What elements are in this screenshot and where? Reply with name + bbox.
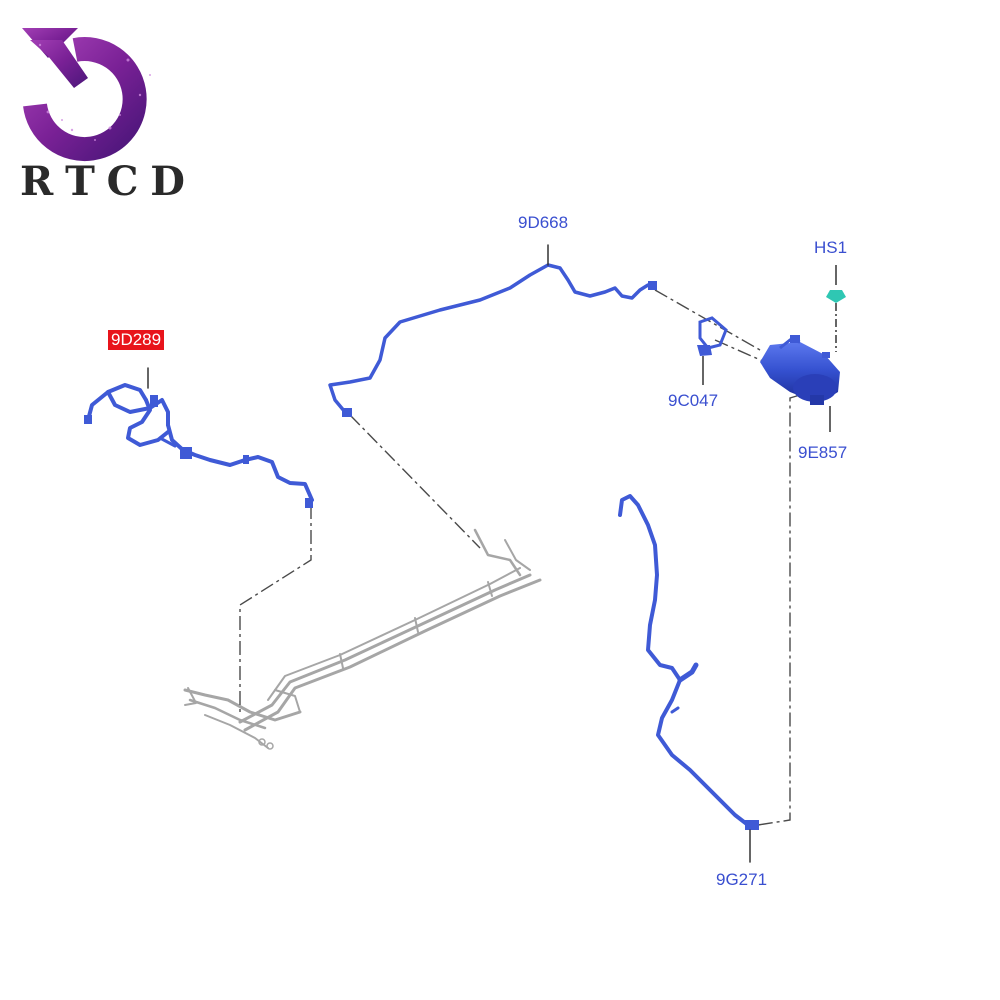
assembly-leader-lines bbox=[239, 289, 801, 826]
callout-9g271: 9G271 bbox=[716, 870, 768, 889]
logo-letter: R bbox=[20, 158, 54, 205]
hose-9d289 bbox=[84, 367, 314, 508]
canister-9e857 bbox=[760, 335, 840, 432]
callout-9e857: 9E857 bbox=[798, 443, 848, 462]
tube-9d668 bbox=[328, 244, 657, 417]
logo-wordmark: R T C D bbox=[20, 158, 185, 205]
bracket-9c047 bbox=[697, 316, 728, 385]
logo-icon bbox=[22, 28, 151, 161]
callout-9c047: 9C047 bbox=[668, 391, 719, 410]
callout-hs1: HS1 bbox=[814, 238, 848, 257]
callout-9d668: 9D668 bbox=[518, 213, 569, 232]
callout-9d289: 9D289 bbox=[108, 330, 165, 350]
grey-tube-bundle bbox=[183, 528, 542, 750]
logo-letter: T bbox=[65, 158, 95, 205]
logo-letter: D bbox=[150, 158, 185, 205]
tube-9g271 bbox=[618, 494, 759, 863]
clip-hs1 bbox=[826, 265, 846, 352]
logo-letter: C bbox=[106, 158, 139, 205]
